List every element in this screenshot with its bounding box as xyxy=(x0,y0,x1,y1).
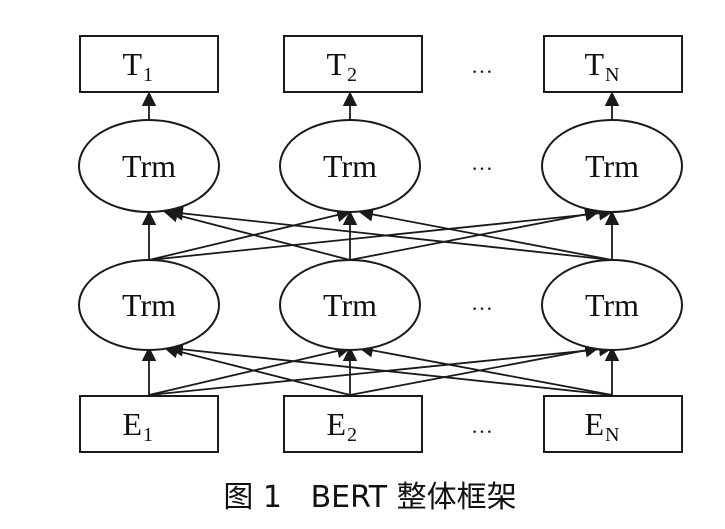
input-subscript: N xyxy=(605,424,619,446)
lower-trm-node-n: Trm xyxy=(541,259,683,351)
trm-label: Trm xyxy=(122,287,176,323)
trm-label: Trm xyxy=(122,148,176,184)
input-subscript: 2 xyxy=(347,424,357,446)
lower-transformer-layer: Trm Trm … Trm xyxy=(78,259,683,351)
input-label: E xyxy=(584,406,604,442)
output-box-tn: T N xyxy=(543,35,683,93)
lower-trm-node-1: Trm xyxy=(78,259,220,351)
input-ellipsis: … xyxy=(471,413,493,438)
input-box-e1: E 1 xyxy=(79,395,219,453)
output-box-t2: T 2 xyxy=(283,35,423,93)
output-row: T 1 T 2 … T N xyxy=(79,35,683,93)
output-box-t1: T 1 xyxy=(79,35,219,93)
upper-trm-node-1: Trm xyxy=(78,119,220,213)
input-row: E 1 E 2 … E N xyxy=(79,395,683,453)
upper-trm-node-2: Trm xyxy=(279,119,421,213)
lower-to-upper-edges xyxy=(141,206,620,261)
output-label: T xyxy=(584,46,604,82)
upper-ellipsis: … xyxy=(471,150,493,175)
upper-trm-node-n: Trm xyxy=(541,119,683,213)
trm-label: Trm xyxy=(323,148,377,184)
trm-label: Trm xyxy=(585,287,639,323)
output-subscript: 2 xyxy=(347,64,357,86)
upper-transformer-layer: Trm Trm … Trm xyxy=(78,119,683,213)
output-subscript: N xyxy=(605,64,619,86)
input-box-en: E N xyxy=(543,395,683,453)
output-label: T xyxy=(326,46,346,82)
trm-label: Trm xyxy=(585,148,639,184)
lower-trm-node-2: Trm xyxy=(279,259,421,351)
output-label: T xyxy=(122,46,142,82)
input-label: E xyxy=(122,406,142,442)
input-to-lower-edges xyxy=(141,342,620,396)
input-label: E xyxy=(326,406,346,442)
output-ellipsis: … xyxy=(471,53,493,78)
output-subscript: 1 xyxy=(143,64,153,86)
input-box-e2: E 2 xyxy=(283,395,423,453)
input-subscript: 1 xyxy=(143,424,153,446)
figure-caption: 图 1 BERT 整体框架 xyxy=(223,480,516,515)
lower-ellipsis: … xyxy=(471,290,493,315)
trm-label: Trm xyxy=(323,287,377,323)
upper-to-output-edges xyxy=(141,91,620,121)
